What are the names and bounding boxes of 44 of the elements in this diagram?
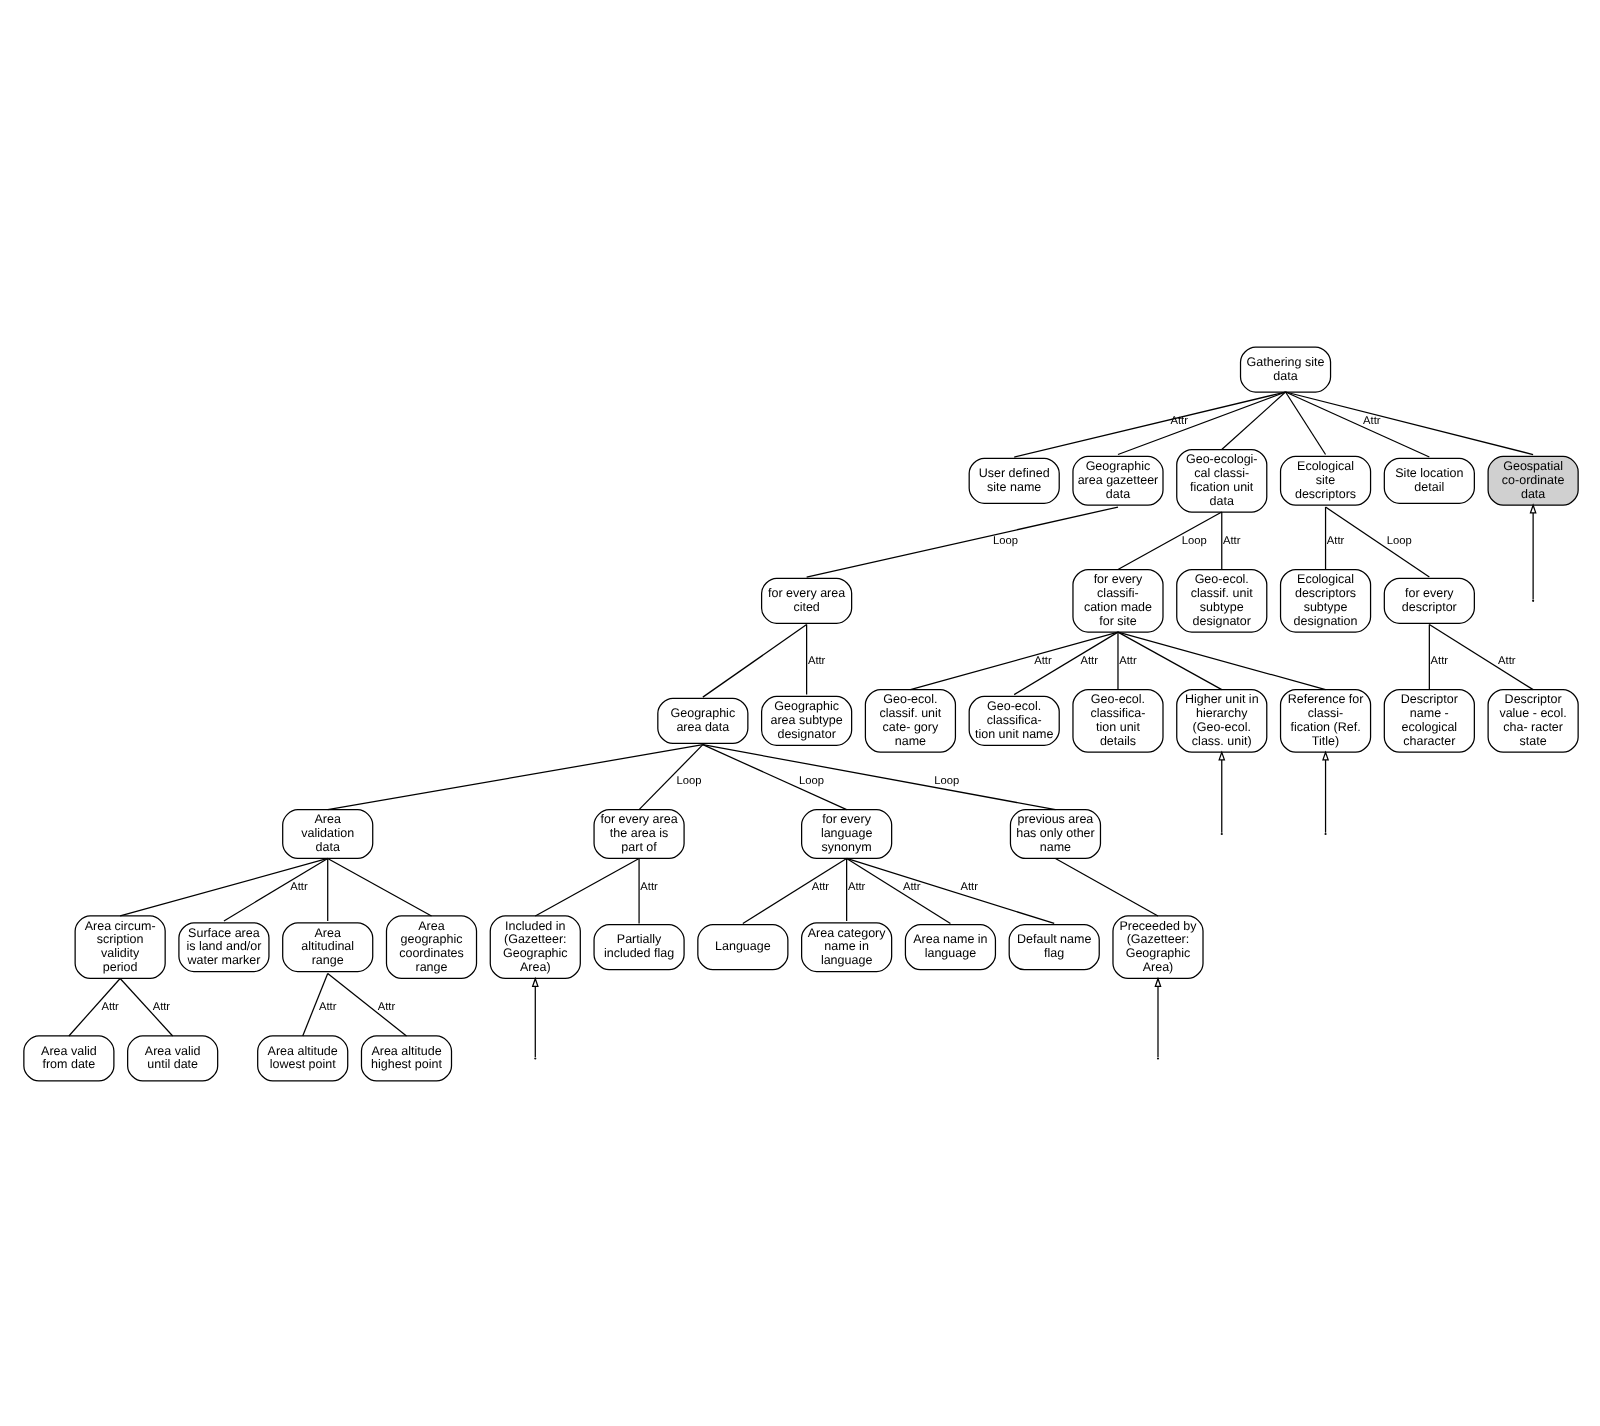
connector	[845, 856, 951, 924]
connector	[1053, 856, 1158, 916]
connector	[1116, 390, 1286, 455]
connector	[326, 971, 407, 1036]
connector	[845, 856, 1054, 924]
connector	[326, 856, 432, 916]
connector	[1283, 390, 1326, 455]
connector	[1427, 622, 1429, 690]
connector	[1220, 510, 1222, 570]
connector	[222, 856, 328, 921]
connector	[67, 976, 120, 1036]
connector	[533, 856, 639, 916]
connector	[1323, 505, 1429, 577]
connector	[805, 505, 1118, 577]
connector	[118, 976, 173, 1036]
connector	[701, 622, 807, 697]
connector	[1427, 622, 1533, 690]
connector	[301, 971, 328, 1036]
connector	[1323, 505, 1326, 570]
connector	[908, 630, 1118, 690]
arrow	[1321, 749, 1329, 833]
connector	[326, 856, 328, 921]
connector	[637, 856, 639, 924]
connector	[326, 743, 703, 810]
arrow	[1528, 502, 1536, 600]
arrow	[1153, 975, 1161, 1057]
connector	[1012, 630, 1118, 695]
connector	[701, 743, 847, 810]
connector	[637, 743, 703, 810]
arrow	[1217, 749, 1225, 833]
connector	[1116, 510, 1222, 570]
connector	[1116, 630, 1326, 690]
arrow	[530, 975, 538, 1057]
connector	[1283, 390, 1429, 457]
connector	[1220, 390, 1286, 450]
connector	[1283, 390, 1533, 455]
connector	[1116, 630, 1118, 690]
connector	[118, 856, 328, 916]
connector	[845, 856, 847, 921]
connector	[701, 743, 1056, 810]
connector	[741, 856, 847, 924]
connector	[805, 622, 807, 695]
connector	[1012, 390, 1286, 457]
connector	[1116, 630, 1222, 690]
